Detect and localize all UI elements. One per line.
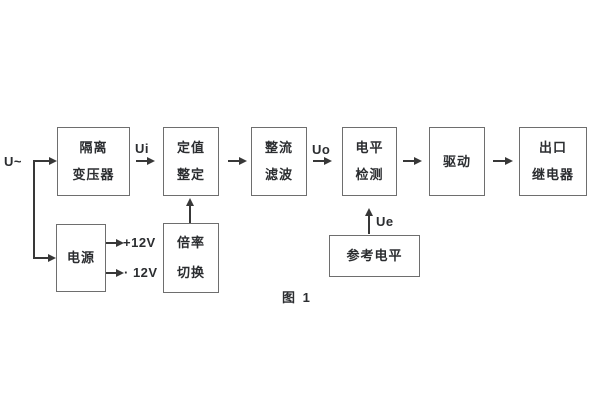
- connector-line: [33, 160, 49, 162]
- block-label-line: 倍率: [176, 235, 205, 250]
- block-label-line: 电平: [355, 140, 384, 155]
- connector-line: [228, 160, 239, 162]
- connector-line: [106, 242, 116, 244]
- connector-line: [106, 272, 116, 274]
- arrow-right-icon: [324, 157, 332, 165]
- arrow-right-icon: [505, 157, 513, 165]
- signal-label-input: U~: [4, 154, 22, 169]
- block-label-line: 滤波: [264, 167, 293, 182]
- block-label-line: 变压器: [72, 167, 115, 182]
- block-label-line: 出口: [538, 140, 567, 155]
- arrow-right-icon: [116, 239, 124, 247]
- block-label-line: 切换: [176, 265, 205, 280]
- signal-label-ui: Ui: [135, 141, 149, 156]
- connector-line: [493, 160, 505, 162]
- block-rectifier-filter: 整流 滤波: [251, 127, 307, 196]
- figure-caption: 图 1: [282, 290, 312, 305]
- block-reference-level: 参考电平: [329, 235, 420, 277]
- block-label-line: 定值: [176, 140, 205, 155]
- signal-label-minus12v: · 12V: [124, 265, 158, 280]
- block-label-line: 继电器: [531, 167, 574, 182]
- arrow-up-icon: [365, 208, 373, 216]
- block-label-line: 检测: [355, 167, 384, 182]
- block-isolation-transformer: 隔离 变压器: [57, 127, 130, 196]
- connector-line: [33, 257, 48, 259]
- block-ratio-switch: 倍率 切换: [163, 223, 219, 293]
- arrow-right-icon: [48, 254, 56, 262]
- arrow-right-icon: [147, 157, 155, 165]
- signal-label-plus12v: +12V: [123, 235, 156, 250]
- block-drive: 驱动: [429, 127, 485, 196]
- connector-line: [368, 215, 370, 234]
- block-label-line: 电源: [66, 250, 95, 265]
- block-level-detection: 电平 检测: [342, 127, 397, 196]
- signal-label-ue: Ue: [376, 214, 394, 229]
- block-setting: 定值 整定: [163, 127, 219, 196]
- block-power-supply: 电源: [56, 224, 106, 292]
- arrow-right-icon: [414, 157, 422, 165]
- connector-line: [189, 205, 191, 223]
- block-label-line: 参考电平: [346, 248, 403, 263]
- arrow-up-icon: [186, 198, 194, 206]
- signal-label-uo: Uo: [312, 142, 331, 157]
- block-label-line: 整流: [264, 140, 293, 155]
- connector-line: [313, 160, 324, 162]
- connector-line: [403, 160, 414, 162]
- arrow-right-icon: [239, 157, 247, 165]
- input-branch-line: [33, 161, 35, 259]
- block-label-line: 整定: [176, 167, 205, 182]
- block-label-line: 隔离: [79, 140, 108, 155]
- block-label-line: 驱动: [442, 153, 471, 169]
- arrow-right-icon: [49, 157, 57, 165]
- arrow-right-icon: [116, 269, 124, 277]
- block-output-relay: 出口 继电器: [519, 127, 587, 196]
- connector-line: [136, 160, 147, 162]
